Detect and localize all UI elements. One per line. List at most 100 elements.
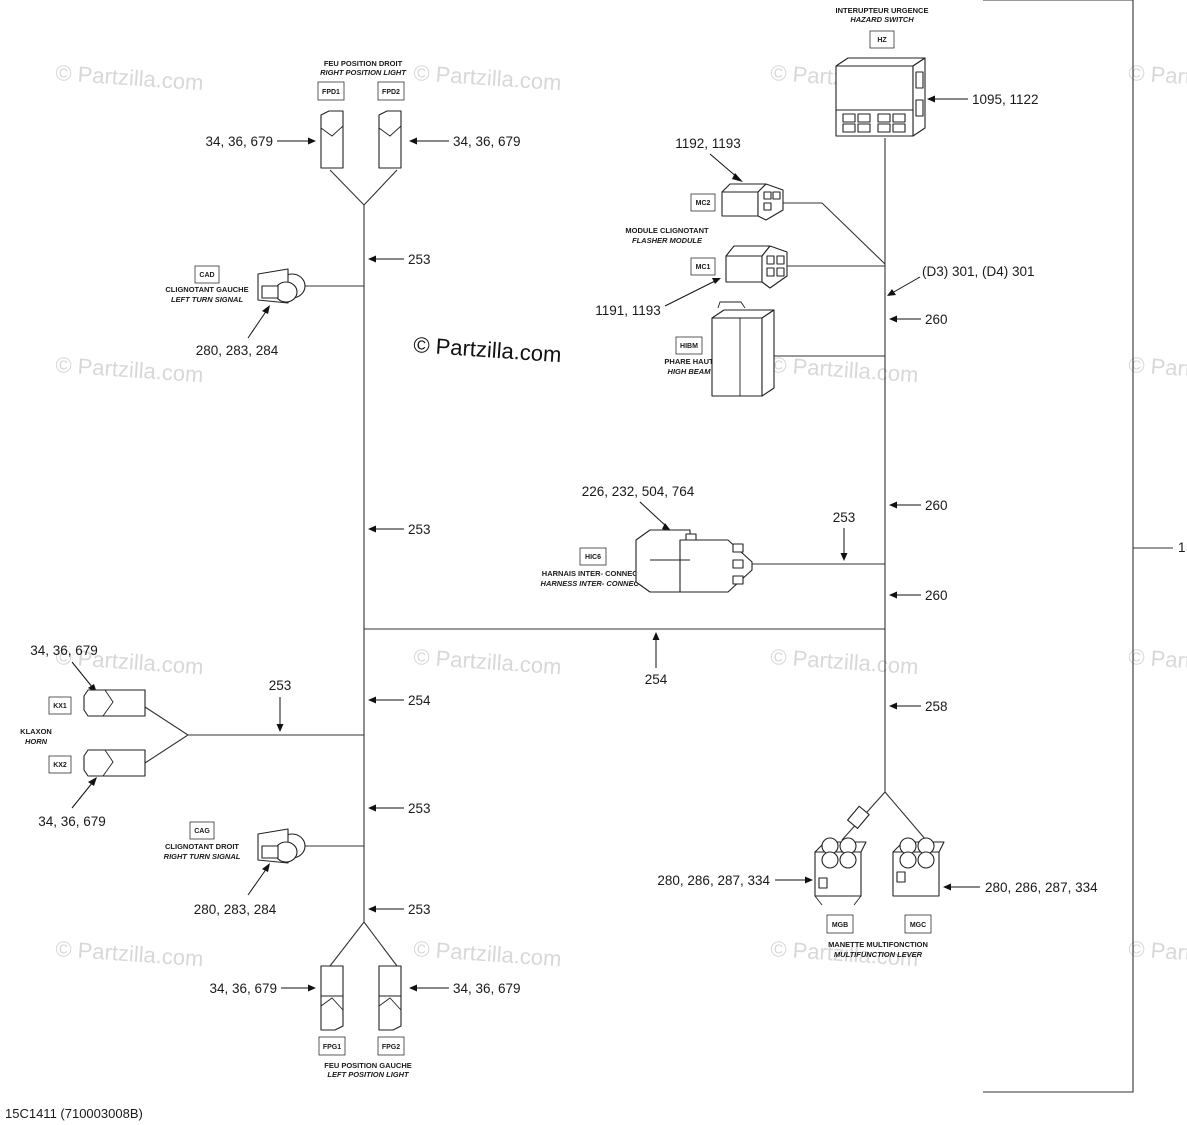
hic6-connector [635, 529, 753, 593]
fpg-branch-wire [329, 921, 398, 967]
watermark: © Partzilla.com [55, 60, 205, 95]
arrow-head [409, 137, 417, 145]
cad-tag-box [194, 265, 220, 284]
kx1-body [83, 689, 146, 717]
mgc-latch [896, 871, 906, 883]
cag-title-fr: CLIGNOTANT DROIT [165, 842, 239, 851]
bracket-line [983, 0, 1134, 1093]
watermark: © Partzilla.com [1128, 644, 1187, 679]
arrow-head [368, 905, 376, 913]
hic6-callout-arrow [639, 501, 668, 528]
watermark-layer: © Partzilla.com © Partzilla.com © Partzi… [55, 60, 1187, 971]
mgl-title-fr: MANETTE MULTIFONCTION [828, 940, 928, 949]
mc1-front [725, 255, 763, 283]
arrow-head [409, 984, 417, 992]
kx1-tag: KX1 [53, 703, 67, 710]
w253-hic-label: 253 [833, 510, 856, 525]
kx2-callout-arrow [71, 781, 94, 809]
mc2-wire [783, 202, 886, 265]
mc1-cavity [776, 267, 785, 277]
hibm-side [761, 309, 775, 397]
hibm-mount-tab [717, 301, 746, 309]
w258-label: 258 [925, 699, 948, 714]
fpg1-terminal [320, 965, 344, 1031]
mc2-cavity [763, 191, 772, 200]
fpg1-tag-box [318, 1036, 346, 1056]
hibm-front [711, 317, 763, 397]
fpg2-body [378, 965, 402, 997]
watermark: © Partzilla.com [413, 936, 563, 971]
mc1-cavity [766, 267, 775, 277]
arrow-head [262, 305, 270, 314]
fpg2-tag-box [377, 1036, 405, 1056]
watermark: © Partzilla.com [55, 936, 205, 971]
w253-horn-label: 253 [269, 678, 292, 693]
hic6-title-en: HARNESS INTER- CONNECT [541, 579, 645, 588]
mgb-pin [821, 851, 839, 869]
w254-a-label: 254 [408, 693, 431, 708]
fpg2-tail [378, 995, 402, 1031]
wire-callouts: 253 253 254 253 253 253 254 253 (D3) 301… [269, 252, 1035, 917]
mc1-cavity [766, 255, 775, 265]
cag-ref: 280, 283, 284 [194, 902, 277, 917]
hz-cavity [877, 123, 891, 133]
mc2-ref: 1192, 1193 [675, 136, 741, 151]
arrow-head [262, 863, 270, 872]
hibm-tag-box [675, 336, 703, 355]
hibm-tag: HIBM [680, 343, 698, 350]
bracket-label: 1 [1178, 540, 1186, 555]
mc2-side [757, 183, 784, 221]
arrow-head [732, 173, 743, 182]
w253-a-label: 253 [408, 252, 431, 267]
fpd1-tag: FPD1 [322, 89, 340, 96]
diagram-code: 15C1411 (710003008B) [5, 1106, 143, 1121]
fpd1-crimp [320, 125, 344, 137]
arrow-head [368, 525, 376, 533]
mc1-connector [725, 245, 788, 289]
arrow-head [889, 501, 897, 509]
cad-title-fr: CLIGNOTANT GAUCHE [165, 285, 248, 294]
fpd2-tag-box [377, 81, 405, 101]
w260-a-label: 260 [925, 312, 948, 327]
watermark: © Partzilla.com [770, 644, 920, 679]
hz-top-face [835, 57, 926, 67]
cag-latch [261, 845, 279, 859]
w253-d-label: 253 [408, 902, 431, 917]
fpg2-ref: 34, 36, 679 [453, 981, 521, 996]
mc2-cavity [763, 202, 772, 211]
cad-title-en: LEFT TURN SIGNAL [171, 295, 243, 304]
kx2-tag: KX2 [53, 762, 67, 769]
fpg1-crimp [320, 997, 344, 1011]
hazard-switch-ref: 1095, 1122 [972, 92, 1039, 107]
fuse-body [847, 805, 870, 829]
hz-cavity [892, 113, 906, 123]
fpd1-terminal [320, 110, 344, 169]
fpg-title-en: LEFT POSITION LIGHT [327, 1070, 410, 1079]
fpd2-body [378, 110, 402, 169]
fpg-title-fr: FEU POSITION GAUCHE [324, 1061, 412, 1070]
mc1-tag: MC1 [696, 264, 711, 271]
w260-b-label: 260 [925, 498, 948, 513]
hibm-title-en: HIGH BEAM [668, 367, 712, 376]
wire-harness [144, 138, 927, 967]
arrow-head [943, 883, 951, 891]
fpg1-body [320, 965, 344, 997]
flasher-module: 1192, 1193 MC2 MODULE CLIGNOTANT FLASHER… [595, 136, 788, 318]
mgb-connector [814, 837, 867, 906]
mgb-ref: 280, 286, 287, 334 [657, 873, 770, 888]
hic6-ref: 226, 232, 504, 764 [582, 484, 695, 499]
high-beam: HIBM PHARE HAUT HIGH BEAM [664, 301, 775, 397]
arrow-head [368, 255, 376, 263]
arrow-head [889, 591, 897, 599]
arrow-head [889, 702, 897, 710]
hz-cavity [857, 123, 871, 133]
fpd1-tag-box [317, 81, 345, 101]
hazard-switch-title-en: HAZARD SWITCH [850, 15, 914, 24]
hic6-cavity [732, 559, 744, 569]
w253-b-label: 253 [408, 522, 431, 537]
inline-fuse [847, 805, 870, 829]
fpg1-tag: FPG1 [323, 1044, 341, 1051]
mgb-tag-box [826, 914, 854, 934]
hz-cavity [857, 113, 871, 123]
